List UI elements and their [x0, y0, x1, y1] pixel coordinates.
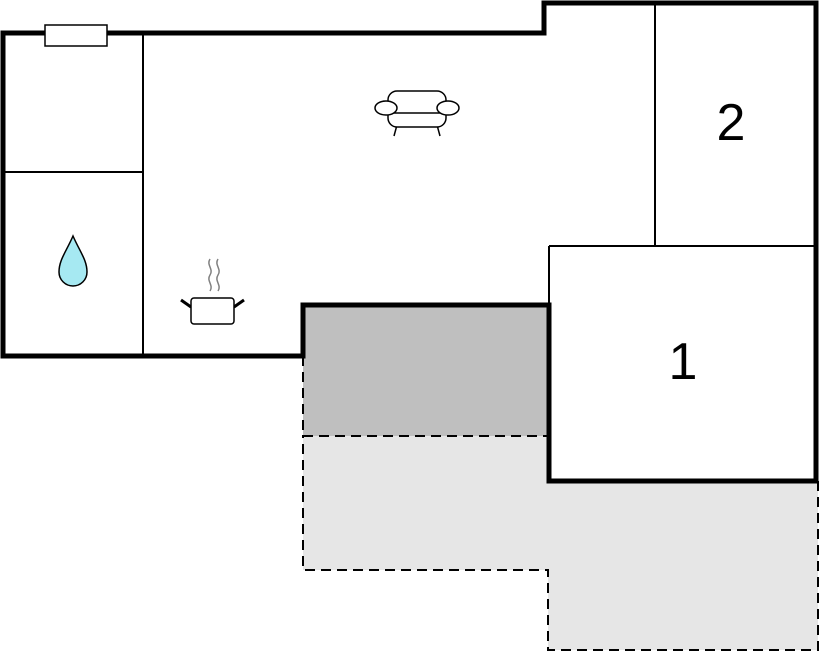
outer-wall	[0, 0, 819, 484]
covered-terrace-area	[303, 305, 550, 436]
room-label-1: 1	[669, 333, 698, 391]
open-terrace-area	[302, 435, 819, 651]
cooking-pot-icon	[180, 258, 245, 325]
water-drop-icon	[58, 234, 88, 287]
sofa-icon	[374, 90, 460, 137]
room-label-2: 2	[717, 94, 746, 152]
window-icon	[44, 24, 108, 47]
